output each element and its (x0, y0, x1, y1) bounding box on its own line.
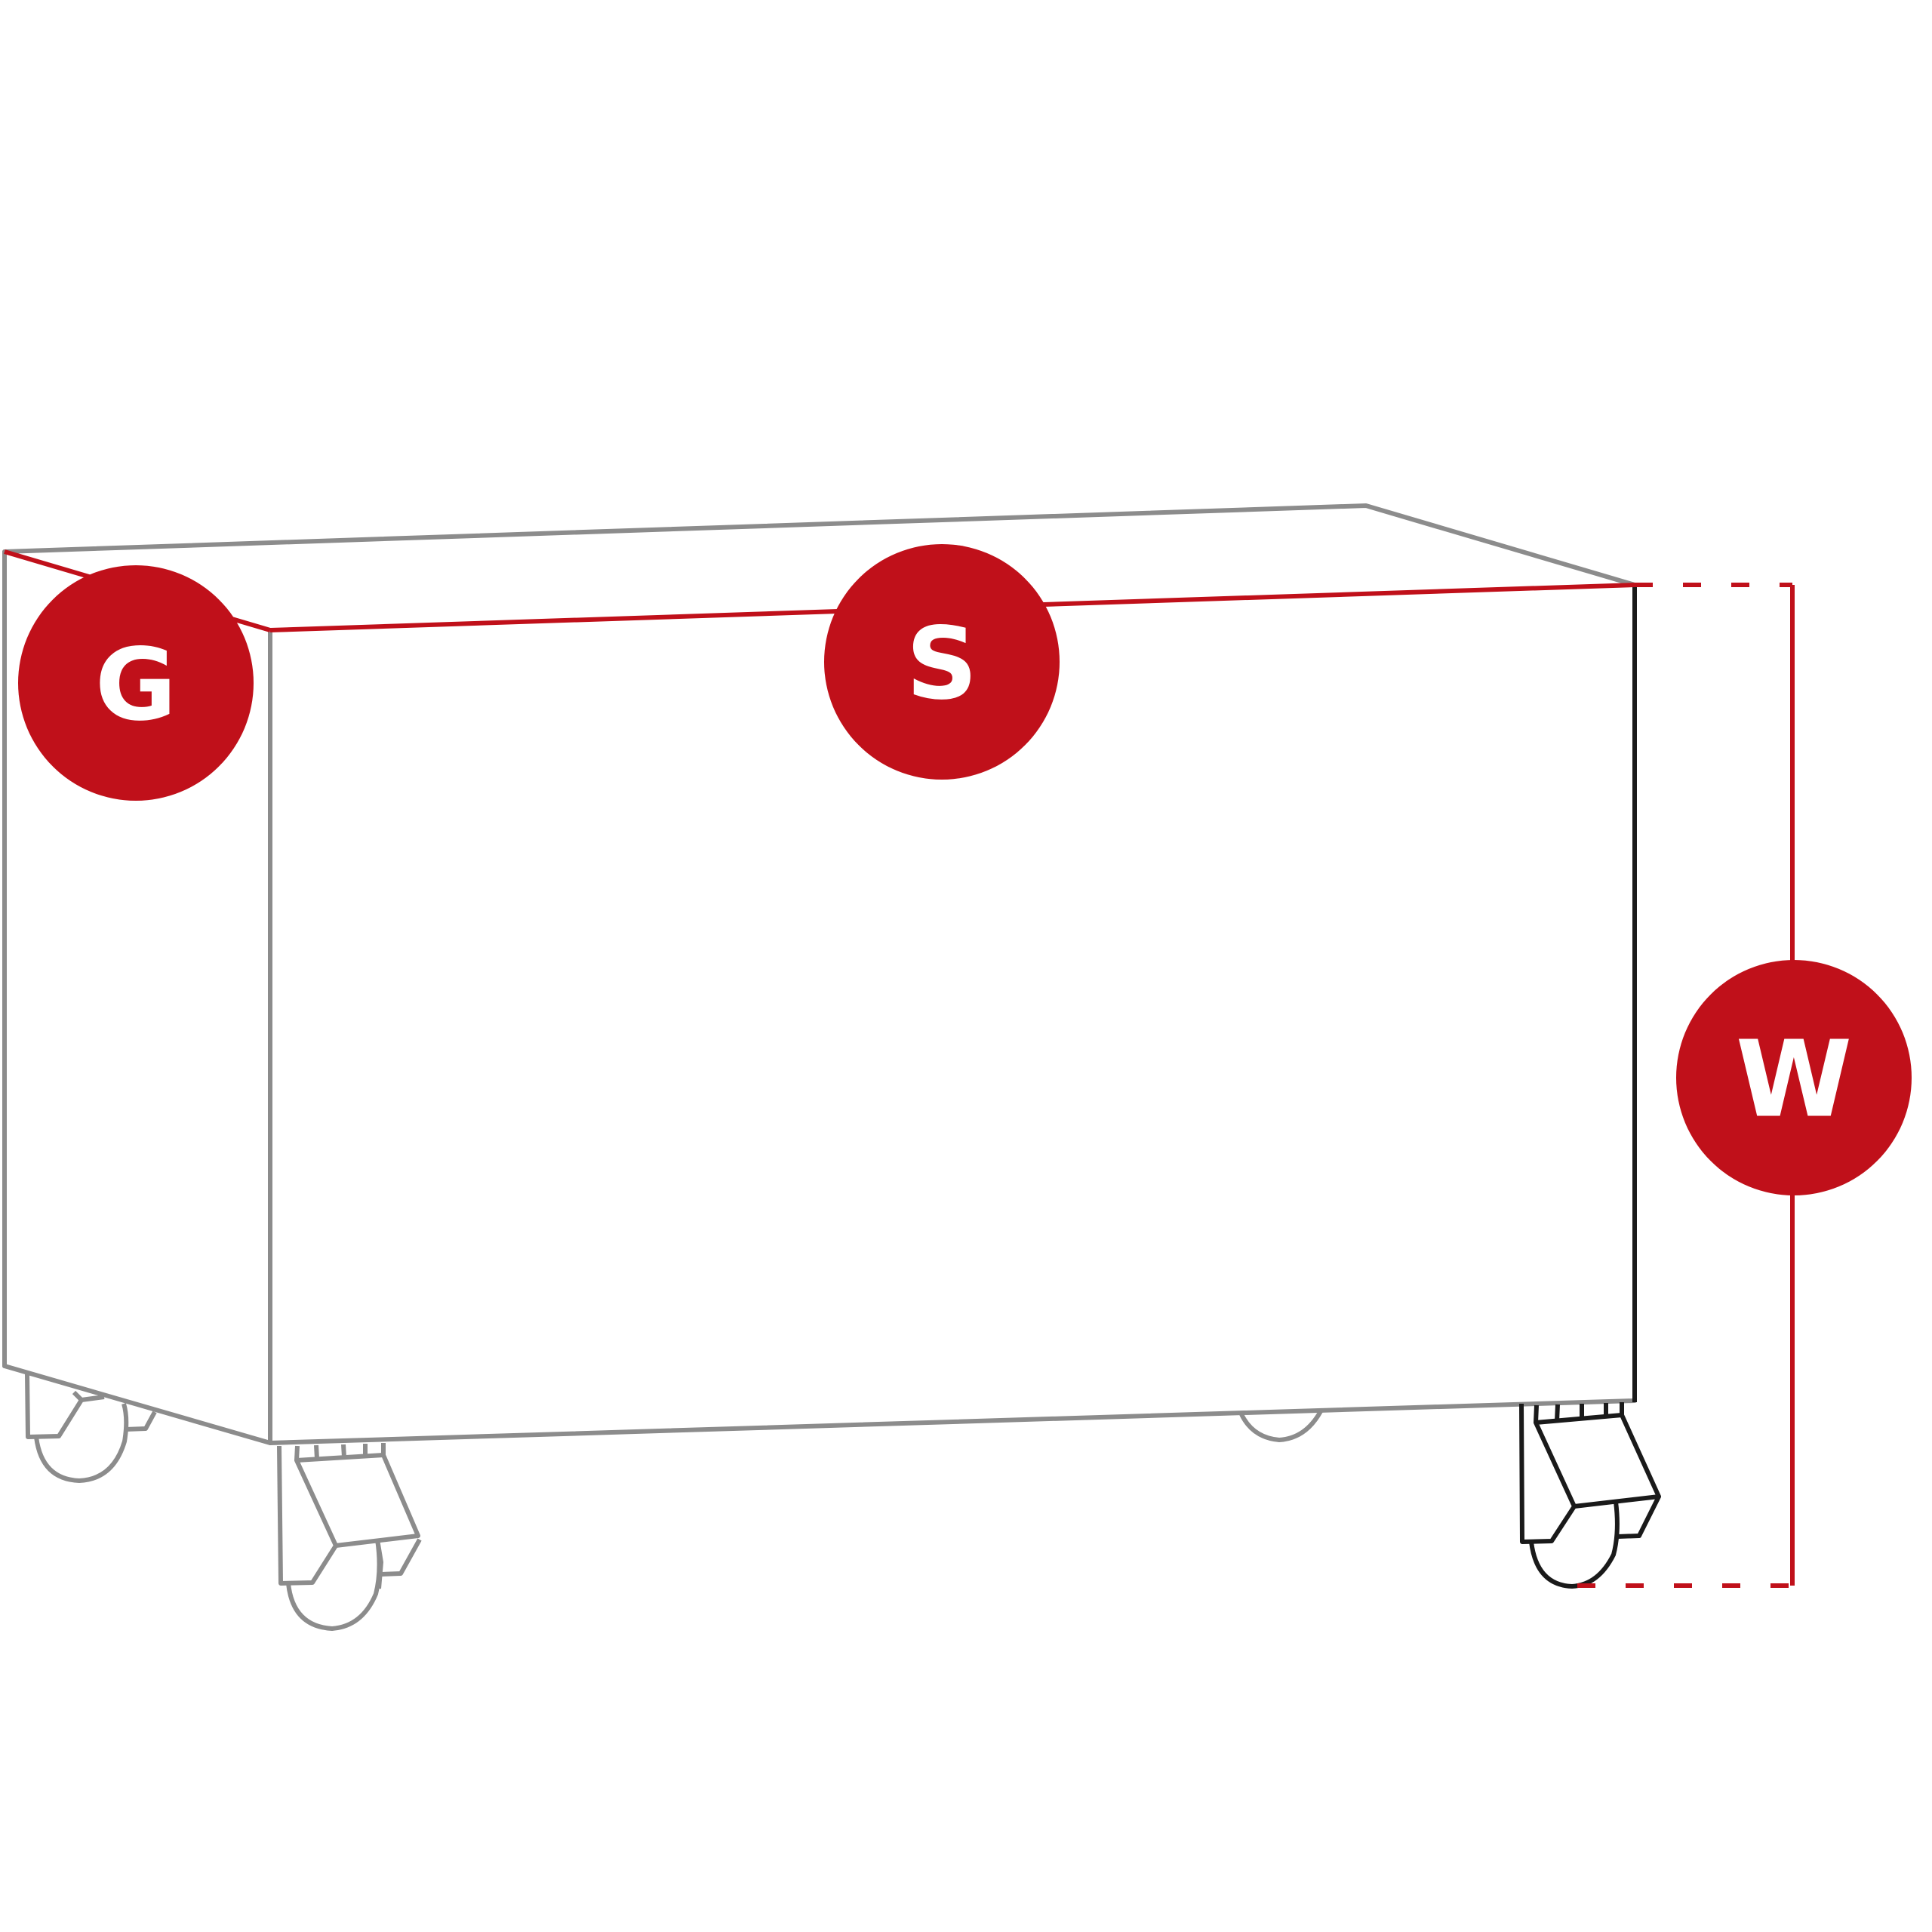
height-badge-circle (1676, 960, 1912, 1195)
caster-back-right (1239, 1410, 1323, 1442)
cabinet-top-back-edge (2, 503, 1637, 587)
height-label: W (1736, 1019, 1852, 1142)
caster-front-right (1519, 1402, 1661, 1589)
width-badge: S (824, 544, 1060, 780)
width-label: S (906, 606, 977, 722)
cabinet-outline (2, 503, 1637, 1445)
height-badge: W (1676, 960, 1912, 1195)
caster-front-left (277, 1443, 422, 1631)
caster-back-left (25, 1373, 157, 1483)
depth-badge: G (18, 565, 254, 801)
depth-label: G (95, 627, 177, 743)
depth-badge-circle (18, 565, 254, 801)
cabinet-bottom-edge (2, 1364, 1637, 1445)
width-badge-circle (824, 544, 1060, 780)
